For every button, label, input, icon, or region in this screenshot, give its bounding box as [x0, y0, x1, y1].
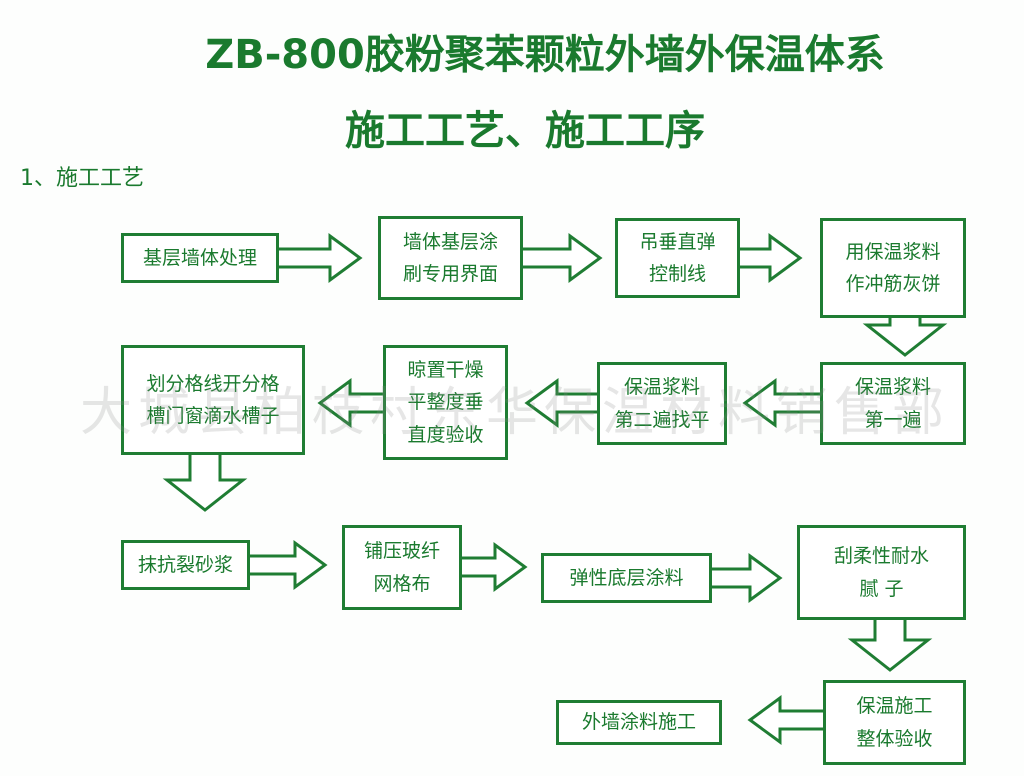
step-box-s14: 外墙涂料施工: [556, 700, 722, 745]
step-box-s10: 铺压玻纤 网格布: [342, 525, 462, 610]
step-box-s6: 保温浆料 第二遍找平: [597, 362, 727, 445]
flow-arrow-s2-s3: [519, 233, 603, 283]
step-box-s9: 抹抗裂砂浆: [121, 540, 250, 590]
flow-arrow-s12-s13: [847, 616, 933, 672]
flow-arrow-s9-s10: [246, 540, 328, 590]
flow-arrow-s5-s6: [742, 378, 824, 428]
flow-arrow-s1-s2: [275, 233, 363, 283]
flow-arrow-s10-s11: [458, 542, 528, 592]
section-heading: 1、施工工艺: [20, 166, 144, 191]
step-box-s11: 弹性底层涂料: [541, 553, 712, 603]
step-box-s2: 墙体基层涂 刷专用界面: [378, 216, 523, 300]
step-box-s3: 吊垂直弹 控制线: [615, 218, 740, 298]
flow-arrow-s11-s12: [708, 553, 783, 603]
flow-arrow-s6-s7: [524, 378, 601, 428]
flow-arrow-s3-s4: [736, 233, 803, 283]
step-box-s13: 保温施工 整体验收: [823, 680, 966, 765]
step-box-s8: 划分格线开分格 槽门窗滴水槽子: [121, 345, 305, 455]
flow-arrow-s7-s8: [317, 378, 387, 428]
flow-arrow-s13-s14: [747, 695, 827, 745]
step-box-s7: 晾置干燥 平整度垂 直度验收: [383, 345, 508, 460]
flow-arrow-s8-s9: [162, 451, 248, 512]
step-box-s12: 刮柔性耐水 腻 子: [797, 525, 966, 620]
step-box-s5: 保温浆料 第一遍: [820, 362, 966, 445]
step-box-s4: 用保温浆料 作冲筋灰饼: [820, 218, 966, 318]
step-box-s1: 基层墙体处理: [121, 233, 279, 283]
subtitle: 施工工艺、施工工序: [345, 108, 705, 154]
main-title: ZB-800胶粉聚苯颗粒外墙外保温体系: [205, 32, 885, 78]
flow-arrow-s4-s5: [862, 314, 948, 357]
